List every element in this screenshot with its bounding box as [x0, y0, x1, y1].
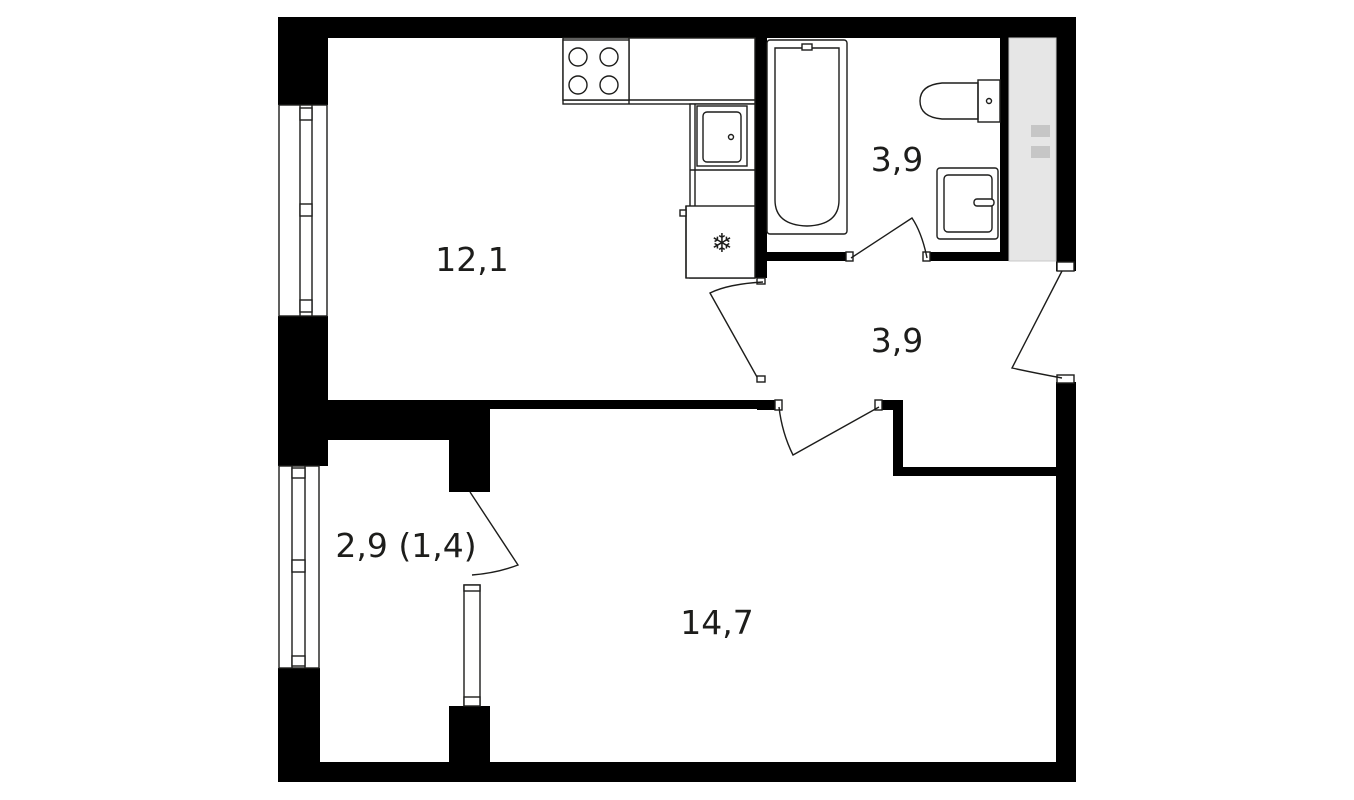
wall-left-middle — [278, 316, 328, 466]
walls — [278, 17, 1076, 782]
bathroom-door — [845, 217, 931, 262]
wall-pier-lower — [449, 706, 490, 782]
loggia-door — [469, 491, 520, 576]
bathroom-area-label: 3,9 — [871, 140, 923, 179]
entrance-door — [1010, 261, 1075, 384]
wall-bath-shaft — [1000, 38, 1009, 261]
hallway-area-label: 3,9 — [871, 321, 923, 360]
snowflake-icon: ❄ — [711, 229, 733, 259]
bedroom-area-label: 14,7 — [680, 603, 753, 642]
loggia-window — [278, 465, 320, 669]
wall-top — [278, 17, 1076, 38]
toilet-icon — [919, 79, 1001, 123]
kitchen-area-label: 12,1 — [435, 240, 508, 279]
washbasin-icon — [936, 167, 999, 240]
wall-left-top — [278, 17, 328, 105]
wall-pier-upper — [449, 400, 490, 492]
ventilation-shaft — [1008, 37, 1057, 262]
wall-corridor-a — [877, 400, 903, 410]
bathtub-icon — [766, 39, 848, 235]
wall-right-lower — [1056, 382, 1076, 782]
kitchen-door — [709, 277, 766, 383]
loggia-area-label: 2,9 (1,4) — [335, 526, 476, 565]
kitchen-window — [278, 104, 328, 317]
wall-corridor-b — [893, 400, 903, 476]
wall-kitchen-bottom — [278, 400, 763, 409]
room-labels: 12,1 3,9 3,9 2,9 (1,4) 14,7 — [335, 140, 923, 642]
wall-bedroom-top-a — [757, 400, 780, 410]
wall-kitchen-bath — [755, 38, 767, 278]
loggia-partition — [463, 584, 481, 707]
wall-right-upper — [1056, 17, 1076, 271]
wall-bath-bottom-a — [767, 252, 850, 261]
wall-left-bottom — [278, 668, 320, 782]
fridge-icon: ❄ — [679, 205, 756, 279]
bedroom-door — [774, 399, 883, 456]
wall-bath-bottom-b — [927, 252, 1003, 261]
stove-icon — [562, 39, 630, 101]
doors — [469, 217, 1075, 576]
wall-bottom — [278, 762, 1076, 782]
kitchen-sink-icon — [690, 105, 755, 171]
wall-corridor-c — [893, 467, 1056, 476]
